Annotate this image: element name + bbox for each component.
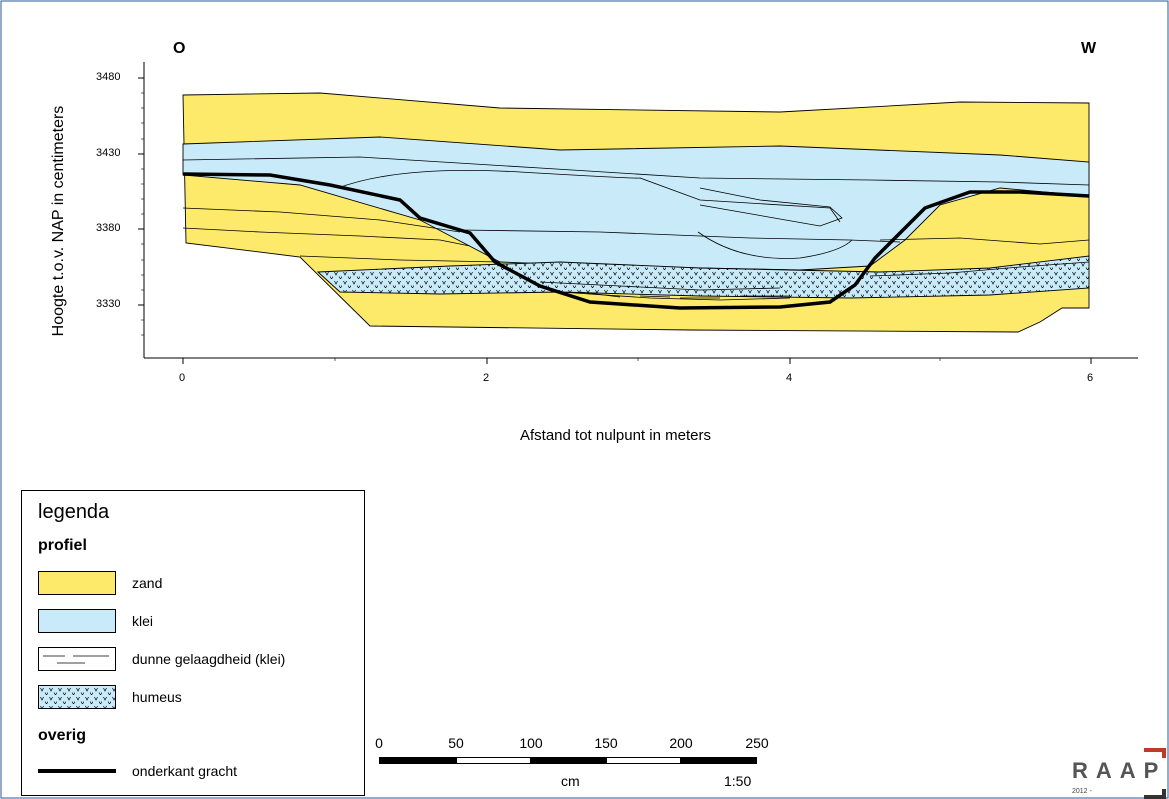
right-orientation-label: W [1081,40,1097,57]
scale-ratio: 1:50 [724,773,752,789]
x-tick-0: 0 [179,372,186,384]
logo-text: RAAP [1072,758,1167,783]
legend-label-onderkant-gracht: onderkant gracht [132,763,238,779]
scale-bar: 0 50 100 150 200 250 cm 1:50 [375,735,776,795]
lamination-icon [43,655,109,664]
legend-section-overig: overig [38,727,87,744]
y-axis-label: Hoogte t.o.v. NAP in centimeters [50,105,67,337]
scale-segment-3 [531,757,606,764]
scale-segment-4 [606,757,681,764]
ditch-fill-lines [579,291,790,299]
x-tick-4: 4 [786,372,793,384]
scale-number-200: 200 [669,735,693,751]
legend-swatch-gelaagdheid [38,647,116,671]
scale-segment-5 [681,757,757,764]
legend-label-zand: zand [132,575,163,591]
scale-unit: cm [561,773,580,789]
profile-layers [182,92,1090,333]
x-axis [144,357,1138,364]
raap-logo: RAAP 2012 - [1072,748,1169,799]
scale-number-150: 150 [594,735,618,751]
ditch-bottom-line [182,172,1090,310]
scale-number-50: 50 [448,735,464,751]
y-tick-3330: 3330 [96,298,121,310]
scale-segment-1 [379,757,456,764]
scale-segment-2 [456,757,531,764]
scale-number-0: 0 [375,735,383,751]
left-orientation-label: O [173,40,186,57]
logo-year: 2012 - [1072,788,1092,795]
humeus-band [316,255,1090,299]
y-tick-3430: 3430 [96,147,121,159]
legend-label-humeus: humeus [132,689,182,705]
legend: legenda profiel zand klei dunne gelaagdh… [21,490,365,796]
logo-bracket-icon [1144,748,1166,799]
y-tick-3380: 3380 [96,222,121,234]
legend-label-gelaagdheid: dunne gelaagdheid (klei) [132,651,286,667]
legend-title: legenda [38,501,110,523]
legend-swatch-humeus [38,685,116,709]
x-tick-6: 6 [1087,372,1094,384]
x-axis-label: Afstand tot nulpunt in meters [520,427,711,444]
y-axis [138,62,145,358]
legend-section-profiel: profiel [38,537,87,554]
humeus-pattern-icon [39,686,115,708]
legend-swatch-zand [38,571,116,595]
legend-label-klei: klei [132,613,154,629]
scale-number-100: 100 [519,735,543,751]
scale-number-250: 250 [745,735,769,751]
x-tick-2: 2 [483,372,490,384]
y-tick-3480: 3480 [96,71,121,83]
clay-band [182,136,1090,271]
legend-swatch-klei [38,609,116,633]
legend-swatch-ditch-line [38,769,116,773]
